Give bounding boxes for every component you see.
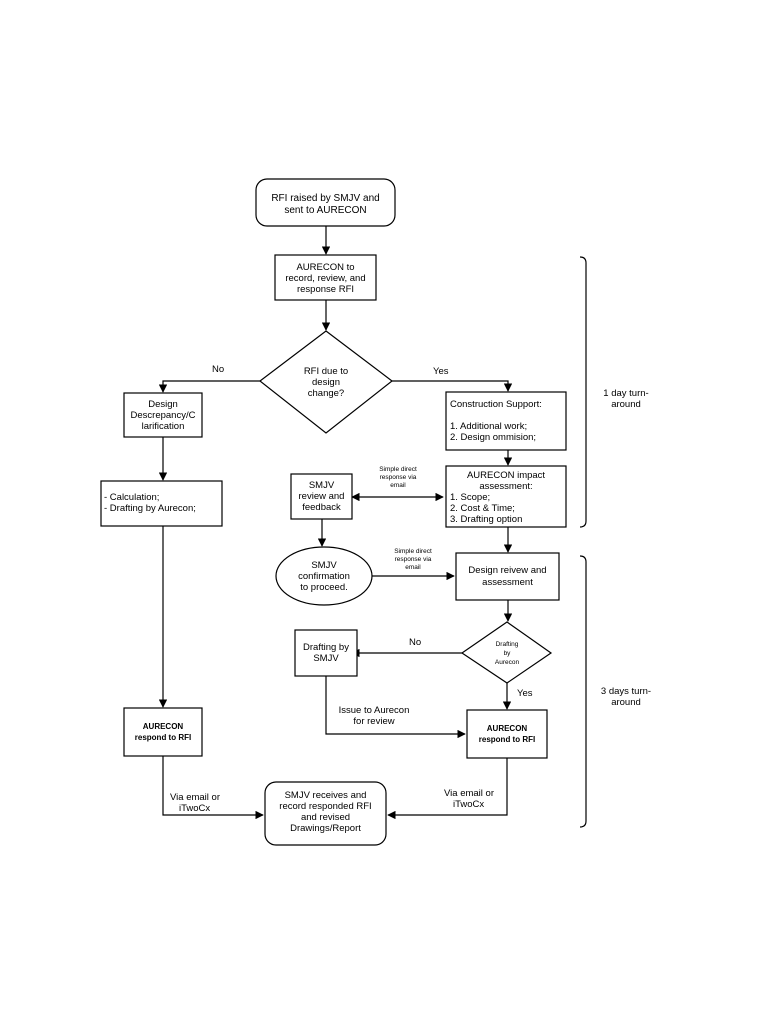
edge-respond-left-to-receives bbox=[162, 756, 264, 820]
bracket-one-day: 1 day turn-around bbox=[579, 256, 649, 528]
label-yes-right: Yes bbox=[433, 366, 449, 377]
label-yes-drafting: Yes bbox=[517, 688, 533, 699]
svg-text:3 days turn-around: 3 days turn-around bbox=[601, 686, 651, 708]
svg-text:Construction Support:1. Additi: Construction Support:1. Additional work;… bbox=[450, 399, 542, 443]
svg-text:1 day turn-around: 1 day turn-around bbox=[603, 388, 648, 410]
node-calc-drafting: - Calculation;- Drafting by Aurecon; bbox=[100, 480, 223, 527]
edge-decision-yes bbox=[392, 380, 513, 392]
svg-text:1. Scope;2. Cost & Time;3. Dra: 1. Scope;2. Cost & Time;3. Drafting opti… bbox=[450, 492, 522, 525]
edge-drafting-smjv-to-respond bbox=[325, 676, 466, 739]
label-no-drafting: No bbox=[409, 637, 421, 648]
edge-decision-no bbox=[158, 380, 260, 393]
bracket-three-days: 3 days turn-around bbox=[579, 555, 651, 828]
node-construction-support: Construction Support:1. Additional work;… bbox=[445, 391, 567, 451]
svg-text:- Calculation;- Drafting by: - Calculation;- Drafting by Aurecon; bbox=[104, 492, 196, 514]
label-no-left: No bbox=[212, 364, 224, 375]
connectors bbox=[158, 226, 513, 820]
edge-respond-right-to-receives bbox=[387, 758, 508, 820]
